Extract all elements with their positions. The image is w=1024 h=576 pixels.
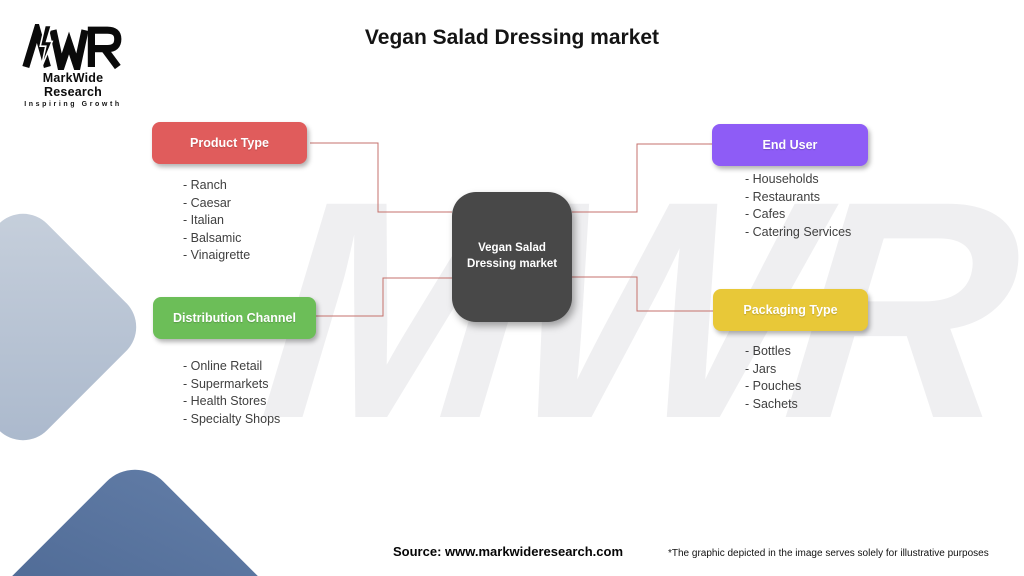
segment-item: - Bottles [745,344,791,358]
segment-item: - Supermarkets [183,376,269,391]
page-title: Vegan Salad Dressing market [364,26,660,49]
packaging-type-list: - Bottles - Jars - Pouches - Sachets [745,343,801,413]
central-node: Vegan Salad Dressing market [452,192,572,322]
segment-item: - Health Stores [183,394,267,408]
segment-box-packaging-type: Packaging Type [713,289,868,331]
segment-item: - Jars [745,361,777,376]
segment-item: - Restaurants [745,189,821,204]
segment-item: - Balsamic [183,230,242,245]
segment-item: - Sachets [745,396,798,411]
segment-box-product-type: Product Type [152,122,307,164]
source-text: Source: www.markwideresearch.com [393,544,624,559]
end-user-list: - Households - Restaurants - Cafes - Cat… [745,171,851,241]
segment-item: - Italian [183,213,224,227]
segment-item: - Vinaigrette [183,248,251,262]
segment-item: - Online Retail [183,359,263,373]
segment-item: - Cafes [745,207,786,221]
segment-item: - Catering Services [745,224,852,239]
segment-item: - Caesar [183,195,231,210]
segment-item: - Ranch [183,178,227,192]
segment-item: - Households [745,172,819,186]
distribution-channel-list: - Online Retail - Supermarkets - Health … [183,358,280,428]
logo: MarkWide Research Inspiring Growth [18,24,128,108]
segment-box-end-user: End User [712,124,868,166]
logo-tagline: Inspiring Growth [24,101,122,108]
logo-name: MarkWide Research [42,71,104,99]
logo-monogram-icon [18,24,128,70]
disclaimer-text: *The graphic depicted in the image serve… [668,548,989,559]
segment-item: - Specialty Shops [183,411,281,426]
segment-item: - Pouches [745,379,802,393]
product-type-list: - Ranch - Caesar - Italian - Balsamic - … [183,177,250,265]
segment-box-distribution-channel: Distribution Channel [153,297,316,339]
